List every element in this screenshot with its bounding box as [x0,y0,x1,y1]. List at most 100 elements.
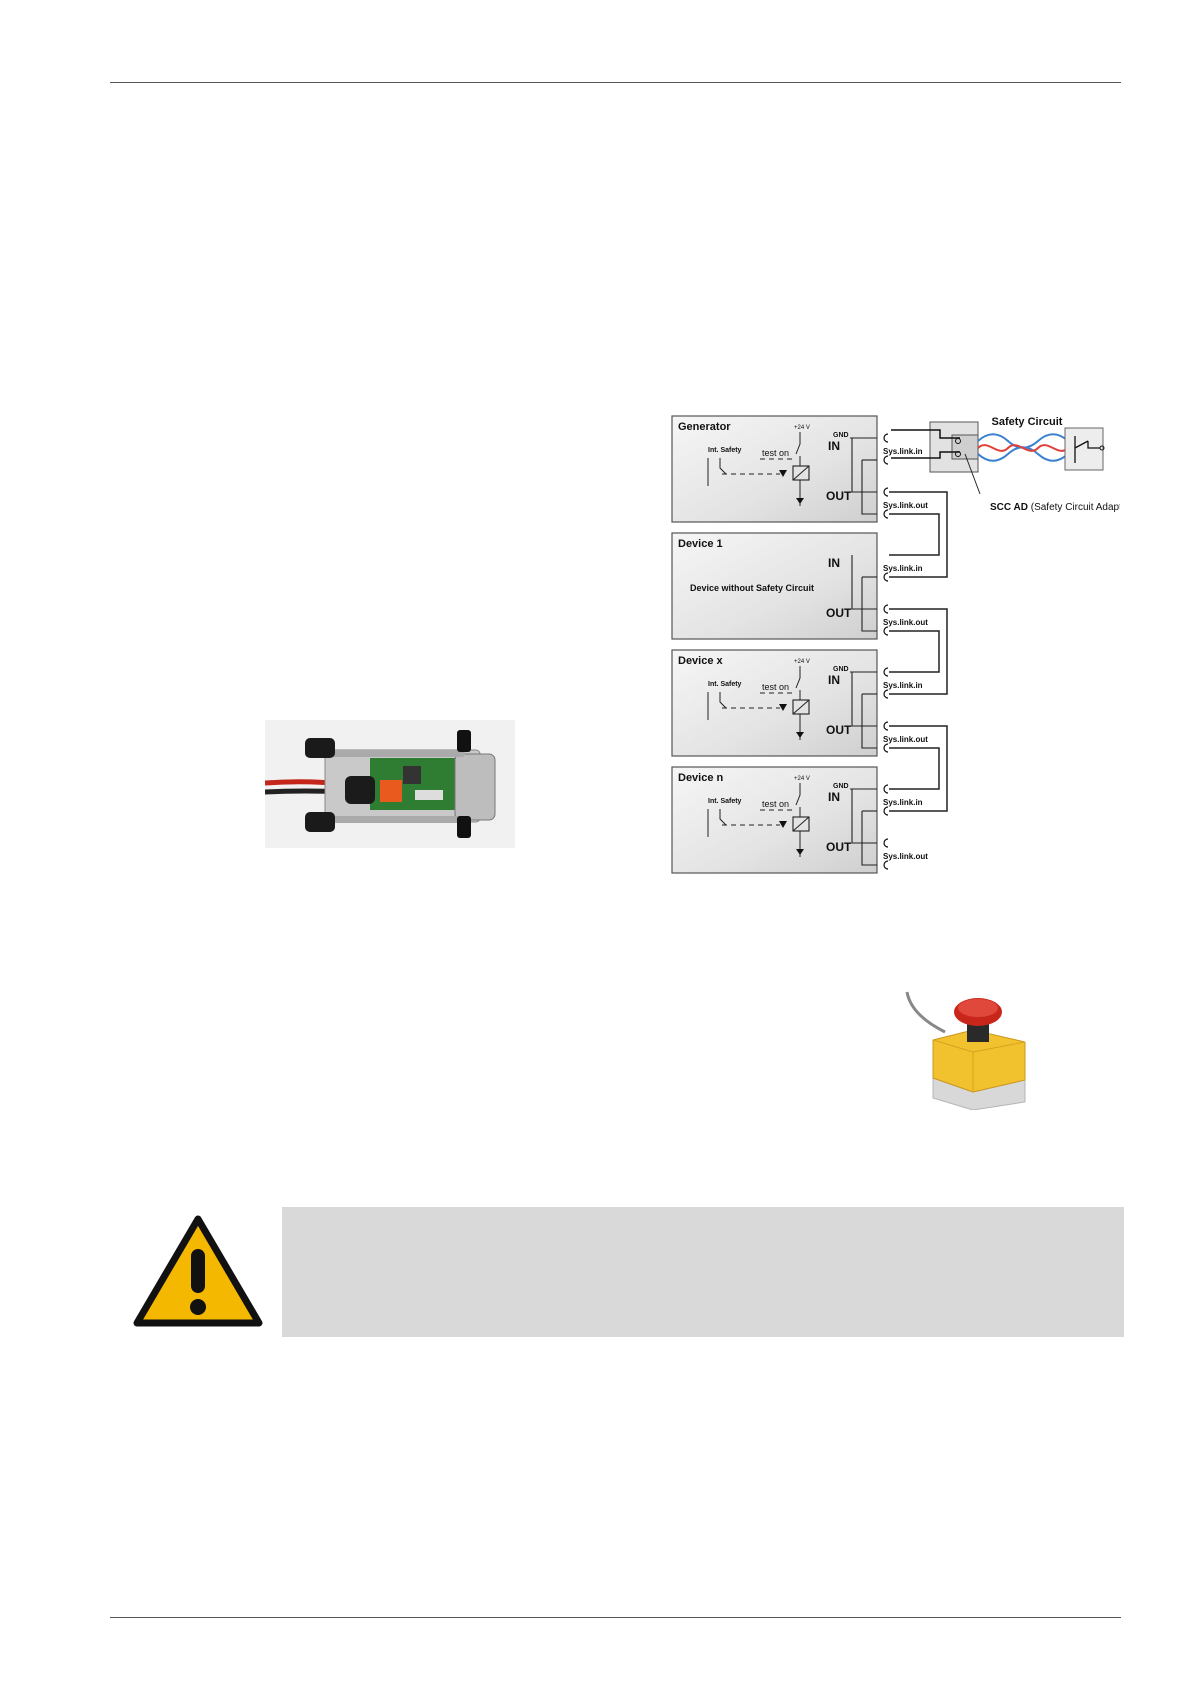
sys-link-out-label: Sys.link.out [883,501,928,510]
chain-wire [889,630,940,673]
terminal-symbol [883,784,889,794]
device-box-frame [671,532,878,640]
sys-link-in-label: Sys.link.in [883,564,923,573]
relay-coil-diagonal [792,465,810,481]
device-box-1: Device 1 IN OUT Device without Safety Circu… [671,532,928,640]
internal-bus [851,672,877,727]
diode-symbol [779,704,787,711]
gnd-label: GND [833,432,849,439]
terminal-symbol [883,806,889,816]
device-box-frame [671,766,878,874]
terminal-symbol [883,509,889,519]
device-box-frame [671,649,878,757]
diode-symbol [779,470,787,477]
internal-bus [861,460,877,515]
int-safety-label: Int. Safety [708,681,742,688]
relay-coil [792,465,810,481]
internal-bus [861,577,877,632]
device-name: Device x [678,655,724,667]
v24-label: +24 V [794,659,810,665]
terminal-symbol [883,743,889,753]
diode-symbol [796,849,804,855]
chain-wire [889,725,948,812]
chain-wire [889,491,948,578]
v24-label: +24 V [794,776,810,782]
warning-notice-box [282,1207,1124,1337]
terminal-symbol [883,838,889,848]
gnd-label: GND [833,666,849,673]
relay-coil-diagonal [792,699,810,715]
emergency-switch-symbol [1064,427,1105,471]
out-label: OUT [826,840,852,854]
warning-triangle-icon [133,1215,263,1333]
test-on-label: test on [762,682,789,692]
int-safety-label: Int. Safety [708,447,742,454]
scc-adapter-photo [264,720,515,848]
internal-bus [861,811,877,866]
sys-link-out-label: Sys.link.out [883,735,928,744]
device-name: Device n [678,772,724,784]
footer-rule [110,1617,1121,1618]
device-note: Device without Safety Circuit [690,583,814,593]
scc-adapter [891,421,981,495]
terminal-symbol [883,721,889,731]
header-rule [110,82,1121,83]
sys-link-out-label: Sys.link.out [883,852,928,861]
in-label: IN [828,556,840,570]
gnd-label: GND [833,783,849,790]
in-label: IN [828,673,840,687]
sys-link-in-label: Sys.link.in [883,681,923,690]
v24-label: +24 V [794,425,810,431]
test-switch [795,666,801,700]
terminal-symbol [883,860,889,870]
terminal-symbol [883,572,889,582]
out-label: OUT [826,606,852,620]
terminal-symbol [883,433,889,443]
int-safety-switch [707,458,727,486]
test-switch [795,432,801,466]
safety-circuit-label: Safety Circuit [992,416,1063,428]
out-label: OUT [826,723,852,737]
terminal-symbol [883,626,889,636]
out-label: OUT [826,489,852,503]
terminal-symbol [883,487,889,497]
scc-adapter-label: SCC AD (Safety Circuit Adapter) [990,502,1120,513]
int-safety-switch [707,692,727,720]
relay-coil [792,699,810,715]
emergency-stop-button-photo [905,990,1040,1111]
device-box-frame [671,415,878,523]
relay-coil [792,816,810,832]
sys-link-in-label: Sys.link.in [883,447,923,456]
chain-wire [889,513,940,556]
sys-link-in-label: Sys.link.in [883,798,923,807]
int-safety-label: Int. Safety [708,798,742,805]
sys-link-out-label: Sys.link.out [883,618,928,627]
test-on-label: test on [762,448,789,458]
relay-coil-diagonal [792,816,810,832]
diode-symbol [796,498,804,504]
chain-wire [889,608,948,695]
test-switch [795,783,801,817]
in-label: IN [828,439,840,453]
terminal-symbol [883,689,889,699]
internal-bus [851,555,877,610]
diode-symbol [796,732,804,738]
internal-bus [851,789,877,844]
test-on-label: test on [762,799,789,809]
in-label: IN [828,790,840,804]
chain-wire [889,747,940,790]
internal-bus [861,694,877,749]
terminal-symbol [883,667,889,677]
terminal-symbol [883,455,889,465]
device-name: Device 1 [678,538,723,550]
device-name: Generator [678,421,731,433]
twisted-pair-cable [977,433,1069,462]
terminal-symbol [883,604,889,614]
diode-symbol [779,821,787,828]
internal-bus [851,438,877,493]
int-safety-switch [707,809,727,837]
